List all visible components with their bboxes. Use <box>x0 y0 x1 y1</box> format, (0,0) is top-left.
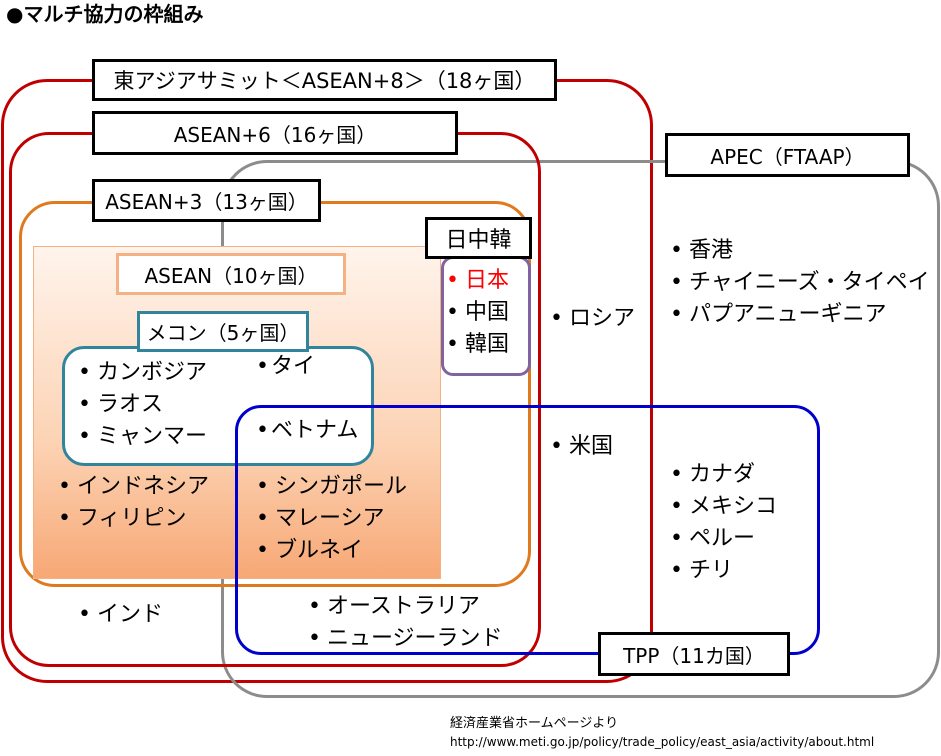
country-japan: •日本 <box>446 268 509 293</box>
country-korea: •韓国 <box>446 332 509 357</box>
country-us: •米国 <box>550 434 613 459</box>
bullet: • <box>256 418 269 443</box>
bullet: • <box>670 238 683 263</box>
label-asean6: ASEAN+6（16ヶ国） <box>92 111 458 155</box>
bullet: • <box>308 626 321 651</box>
bullet: • <box>58 474 71 499</box>
bullet: • <box>670 302 683 327</box>
country-china: •中国 <box>446 300 509 325</box>
bullet: • <box>446 332 459 357</box>
country-indonesia: •インドネシア <box>58 474 209 499</box>
country-papua-new-guinea: •パプアニューギニア <box>670 302 887 327</box>
country-new-zealand: •ニュージーランド <box>308 626 503 651</box>
bullet: • <box>78 392 91 417</box>
bullet: • <box>256 506 269 531</box>
diagram-title: ●マルチ協力の枠組み <box>6 2 204 26</box>
bullet: • <box>670 462 683 487</box>
country-mexico: •メキシコ <box>670 494 777 519</box>
bullet: • <box>670 558 683 583</box>
country-australia: •オーストラリア <box>308 594 480 619</box>
country-brunei: •ブルネイ <box>256 538 363 563</box>
label-tpp: TPP（11カ国） <box>598 632 790 676</box>
label-jck: 日中韓 <box>425 217 532 259</box>
bullet: • <box>78 602 91 627</box>
bullet: • <box>78 360 91 385</box>
country-vietnam: •ベトナム <box>256 418 359 443</box>
source-caption: 経済産業省ホームページより <box>450 716 619 731</box>
bullet: • <box>78 424 91 449</box>
bullet: • <box>550 434 563 459</box>
bullet: • <box>670 526 683 551</box>
bullet: • <box>256 538 269 563</box>
country-peru: •ペルー <box>670 526 755 551</box>
country-malaysia: •マレーシア <box>256 506 385 531</box>
country-russia: •ロシア <box>550 306 635 331</box>
country-thailand: •タイ <box>256 354 315 379</box>
bullet: • <box>446 268 459 293</box>
economy-chinese-taipei: •チャイニーズ・タイペイ <box>670 270 930 295</box>
bullet: • <box>308 594 321 619</box>
bullet: • <box>256 354 269 379</box>
bullet: • <box>670 494 683 519</box>
label-asean3: ASEAN+3（13ヶ国） <box>92 179 321 222</box>
label-apec: APEC（FTAAP） <box>665 133 910 177</box>
region-tpp <box>235 405 820 655</box>
bullet: • <box>256 474 269 499</box>
country-laos: •ラオス <box>78 392 163 417</box>
bullet: • <box>58 506 71 531</box>
label-east-asia-summit: 東アジアサミット＜ASEAN+8＞（18ヶ国） <box>92 59 557 101</box>
label-asean: ASEAN（10ヶ国） <box>116 253 346 295</box>
economy-hongkong: •香港 <box>670 238 733 263</box>
country-singapore: •シンガポール <box>256 474 407 499</box>
bullet: • <box>550 306 563 331</box>
country-myanmar: •ミャンマー <box>78 424 207 449</box>
country-philippines: •フィリピン <box>58 506 187 531</box>
country-india: •インド <box>78 602 163 627</box>
country-cambodia: •カンボジア <box>78 360 207 385</box>
country-canada: •カナダ <box>670 462 755 487</box>
country-chile: •チリ <box>670 558 733 583</box>
label-mekong: メコン（5ヶ国） <box>137 311 309 352</box>
source-url: http://www.meti.go.jp/policy/trade_polic… <box>450 735 875 749</box>
bullet: • <box>446 300 459 325</box>
bullet: • <box>670 270 683 295</box>
